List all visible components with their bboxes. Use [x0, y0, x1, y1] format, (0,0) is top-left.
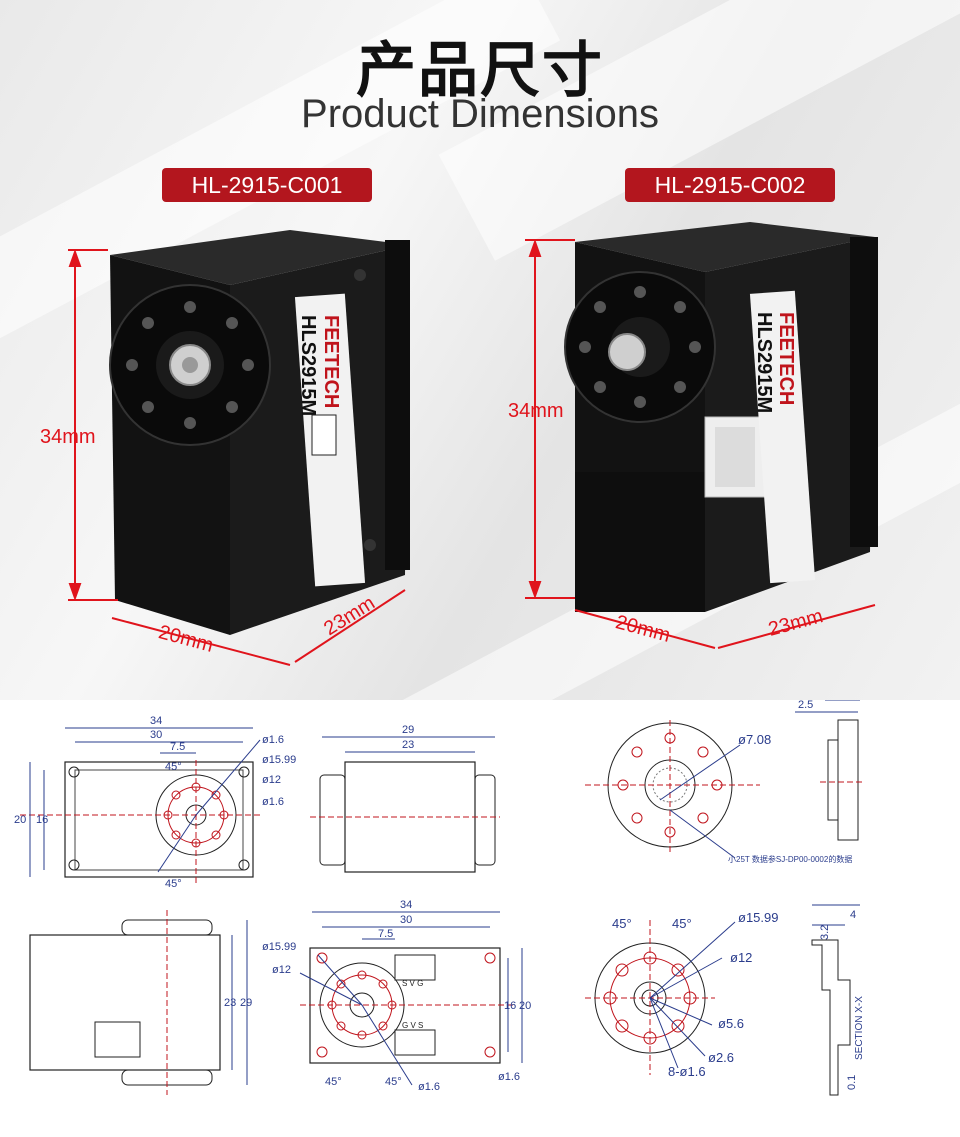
svg-text:34: 34: [400, 899, 412, 911]
svg-text:45°: 45°: [385, 1076, 402, 1088]
drawing-horn-view: ø7.08 小25T 数据参SJ-DP00-0002的数据 4 2.5: [585, 700, 865, 864]
svg-text:ø1.6: ø1.6: [498, 1071, 520, 1083]
servo-c002-image: FEETECH HLS2915M: [564, 222, 878, 612]
svg-text:SECTION X-X: SECTION X-X: [854, 996, 865, 1060]
page-title-en: Product Dimensions: [301, 92, 659, 136]
svg-text:ø15.99: ø15.99: [738, 910, 778, 925]
svg-text:7.5: 7.5: [378, 928, 393, 940]
svg-text:ø5.6: ø5.6: [718, 1016, 744, 1031]
model-label-c001: HL-2915-C001: [162, 168, 372, 202]
svg-text:小25T 数据参SJ-DP00-0002的数据: 小25T 数据参SJ-DP00-0002的数据: [728, 854, 852, 864]
drawing-side-view: 29 23: [310, 724, 500, 873]
svg-text:45°: 45°: [165, 878, 182, 890]
c002-height-label: 34mm: [508, 400, 564, 422]
hero-section: 产品尺寸 Product Dimensions HL-2915-C001 HL-…: [0, 0, 960, 700]
svg-text:ø15.99: ø15.99: [262, 754, 296, 766]
drawing-bottom-side-view: 23 29: [29, 910, 252, 1095]
c001-height-label: 34mm: [40, 426, 96, 448]
svg-text:23: 23: [402, 739, 414, 751]
svg-text:ø1.6: ø1.6: [262, 796, 284, 808]
svg-text:S V G: S V G: [402, 979, 423, 988]
servo-c001-image: FEETECH HLS2915M: [109, 230, 410, 635]
svg-text:45°: 45°: [672, 916, 692, 931]
svg-text:29: 29: [402, 724, 414, 736]
svg-text:20: 20: [519, 1000, 531, 1012]
model-label-c002: HL-2915-C002: [625, 168, 835, 202]
svg-text:ø12: ø12: [262, 774, 281, 786]
svg-text:45°: 45°: [165, 761, 182, 773]
dimension-lines: [68, 239, 876, 666]
svg-text:45°: 45°: [325, 1076, 342, 1088]
svg-text:ø1.6: ø1.6: [418, 1081, 440, 1093]
svg-text:30: 30: [150, 729, 162, 741]
svg-text:4: 4: [850, 909, 856, 921]
svg-text:16: 16: [36, 814, 48, 826]
svg-text:20: 20: [14, 814, 26, 826]
svg-text:ø7.08: ø7.08: [738, 732, 771, 747]
svg-text:7.5: 7.5: [170, 741, 185, 753]
svg-text:34: 34: [150, 715, 162, 727]
svg-text:ø12: ø12: [730, 950, 752, 965]
svg-text:29: 29: [240, 997, 252, 1009]
servo-model-text: HLS2915M: [297, 315, 319, 416]
drawing-back-view: 34 30 7.5 ø15.99 ø12 16 20 45° 45° ø1.6 …: [262, 899, 531, 1093]
svg-text:ø12: ø12: [272, 964, 291, 976]
page-title-cn: 产品尺寸: [356, 36, 604, 106]
drawing-section-view: 4 3.2 SECTION X-X 0.1: [811, 904, 865, 1096]
drawing-horn2-view: 45° 45° ø15.99 ø12 ø5.6 ø2.6 8-ø1.6: [585, 910, 778, 1079]
svg-text:8-ø1.6: 8-ø1.6: [668, 1064, 706, 1079]
svg-text:2.5: 2.5: [798, 700, 813, 711]
svg-text:30: 30: [400, 914, 412, 926]
svg-text:ø1.6: ø1.6: [262, 734, 284, 746]
svg-text:16: 16: [504, 1000, 516, 1012]
drawing-front-view: 34 30 7.5 45° 20 16 ø1.6 ø15.99 ø12 ø1.6…: [14, 715, 296, 890]
svg-text:3.2: 3.2: [819, 925, 831, 940]
servo2-model-text: HLS2915M: [753, 312, 775, 413]
svg-text:ø2.6: ø2.6: [708, 1050, 734, 1065]
servo-brand-text: FEETECH: [320, 315, 342, 408]
svg-text:ø15.99: ø15.99: [262, 941, 296, 953]
svg-text:0.1: 0.1: [846, 1075, 858, 1090]
svg-text:23: 23: [224, 997, 236, 1009]
svg-text:G V S: G V S: [402, 1021, 423, 1030]
servo2-brand-text: FEETECH: [775, 312, 797, 405]
technical-drawings: 34 30 7.5 45° 20 16 ø1.6 ø15.99 ø12 ø1.6…: [14, 700, 865, 1096]
svg-text:45°: 45°: [612, 916, 632, 931]
svg-text:4: 4: [842, 700, 848, 701]
